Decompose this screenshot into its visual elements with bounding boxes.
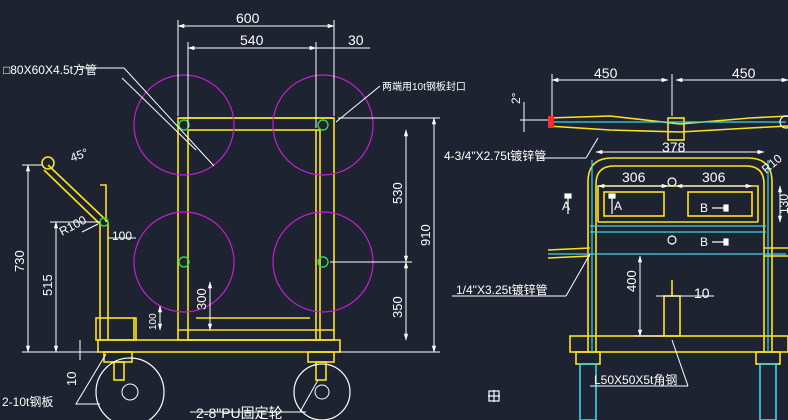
cylinder-top-left [133,74,235,176]
left-caster-wheel [95,357,165,420]
dim-r10: R10 [759,151,785,176]
right-caster-wheel [293,363,351,420]
dim-130: 130 [777,194,788,214]
dim-300: 300 [194,288,209,310]
dim-350: 350 [390,296,405,318]
cylinder-outlines [133,74,374,313]
handle-end-cap [41,156,55,170]
rack-bolts [99,119,329,268]
dim-600: 600 [236,10,260,26]
cylinder-bottom-left [133,211,235,313]
dim-378: 378 [662,139,686,155]
cradle-right-bay [687,191,753,217]
handle-tube-inner [43,169,101,225]
dim-400: 400 [624,270,639,292]
top-arm-center-block [667,117,685,141]
label-tube-3-4: 4-3/4"X2.75t镀锌管 [444,148,546,163]
front-view-accents [488,115,788,402]
dim-100-h: 100 [112,229,132,243]
dim-306-right: 306 [702,169,726,185]
cradle-left-bay [603,191,665,217]
right-dimensions [452,74,788,387]
centre-upright [663,295,681,337]
front-caster-left [579,363,597,420]
dim-530: 530 [390,182,405,204]
handle-support-tab [100,184,107,222]
label-square-tube: □80X60X4.5t方管 [3,62,97,77]
label-tube-1-4: 1/4"X3.25t镀锌管 [456,282,548,297]
arm-end-marker [548,116,554,128]
front-caster-right [759,363,777,420]
side-upright-tube [99,222,109,340]
dim-515: 515 [40,274,55,296]
label-pu-wheel: 2-8"PU固定轮 [196,405,283,420]
section-a-left: A [562,199,570,213]
dim-730: 730 [12,250,27,272]
section-b-upper: B [700,201,708,215]
right-caster-bracket [307,351,335,363]
dim-540: 540 [240,32,264,48]
top-arm-upper [547,115,788,125]
dim-450-left: 450 [594,65,618,81]
front-inner-hoop [595,165,765,352]
label-steel-plate: 2-10t钢板 [2,395,53,409]
side-view-cart [41,117,351,420]
dim-30: 30 [348,32,364,48]
bolt-top-left [178,119,190,131]
right-dimension-texts: 450 450 2° 378 306 306 R10 130 400 10 4-… [444,65,788,387]
dim-306-left: 306 [622,169,646,185]
rack-inner-frame [187,129,321,341]
bolt-mid-right [317,256,329,268]
dim-2deg: 2° [509,92,523,104]
side-base-plate [95,317,137,341]
dim-angle-45: 45° [68,145,90,164]
section-b-lower: B [700,235,708,249]
dim-r100: R100 [57,213,89,239]
dim-100-v: 100 [148,313,159,330]
handle-tube-outer [47,164,109,223]
left-dimension-texts: 600 540 30 530 910 350 300 100 730 515 1… [2,10,466,420]
dim-910: 910 [418,224,433,246]
label-angle-steel: L50X50X5t角钢 [594,373,677,387]
section-arrows [564,193,729,246]
top-arm-lower [547,125,788,133]
label-end-plate: 两端用10t钢板封口 [382,80,466,93]
dim-10-right: 10 [694,285,710,301]
ucs-crosshair [488,390,500,402]
left-dimensions [22,20,440,413]
cylinder-top-right [272,74,374,176]
side-base-frame [97,339,341,353]
bolt-mid-left [178,256,190,268]
dim-450-right: 450 [732,65,756,81]
bolt-top-right [317,119,329,131]
front-outer-hoop [587,157,773,352]
dim-10: 10 [64,372,79,386]
front-base [569,335,788,353]
section-a-right: A [614,199,622,213]
